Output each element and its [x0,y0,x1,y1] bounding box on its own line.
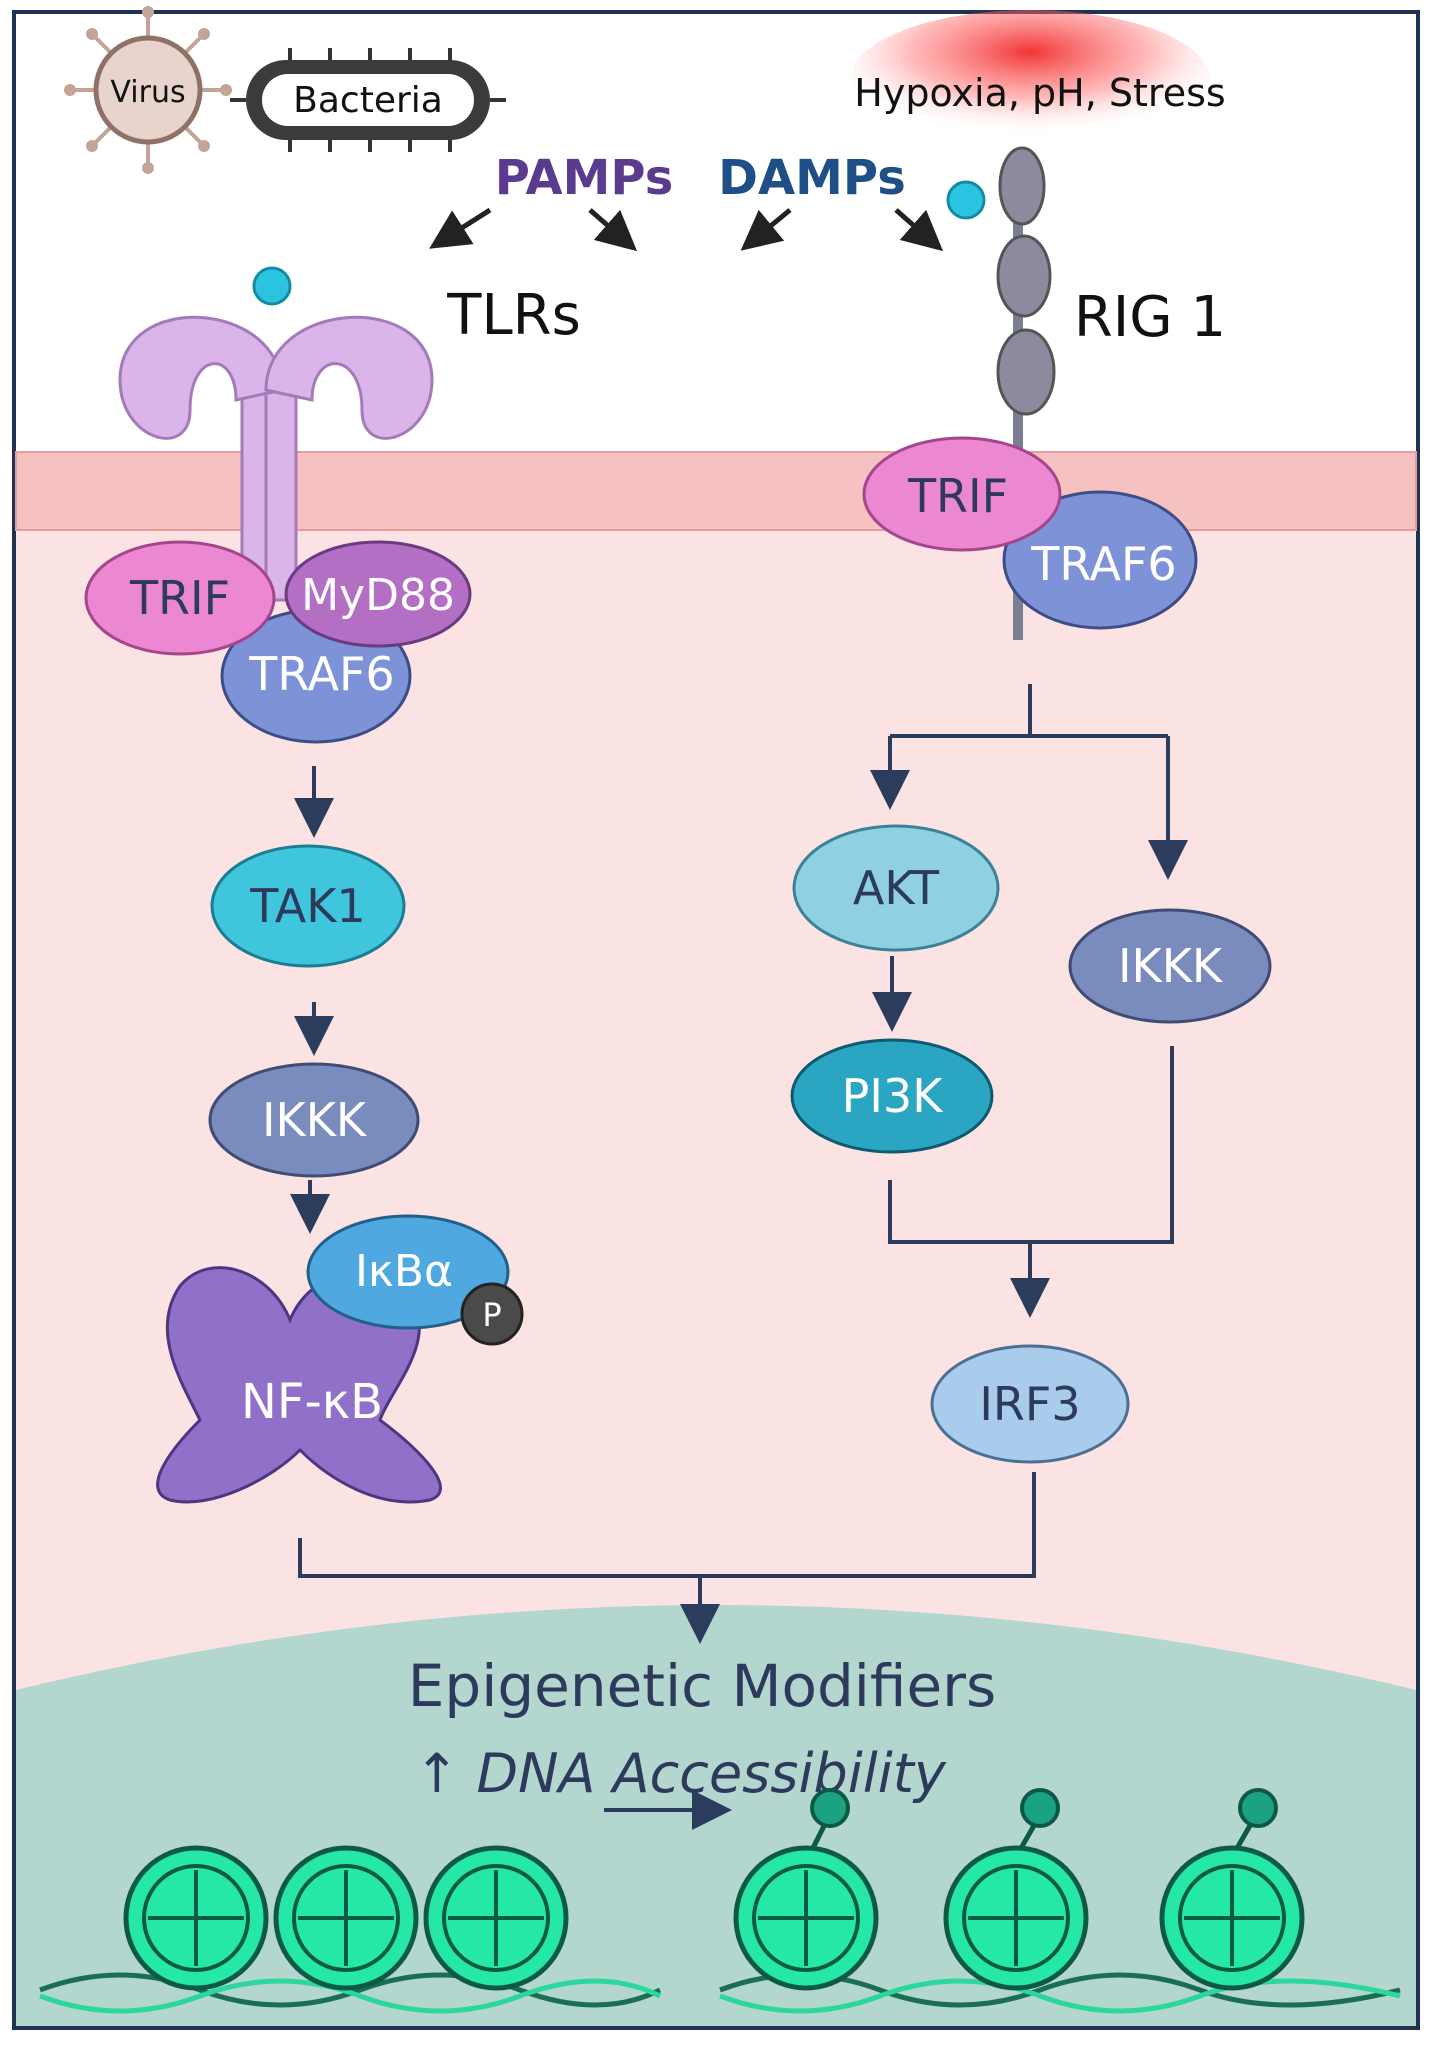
bacteria-label: Bacteria [293,80,443,121]
right-traf6-label: TRAF6 [1030,537,1176,591]
right-ikkk-label: IKKK [1118,939,1224,993]
pattern-arrows [429,207,944,252]
tlrs-label: TLRs [446,283,581,348]
ikba [306,1214,510,1330]
bacteria-icon [230,48,506,152]
virus-icon [64,6,232,174]
cell-membrane [15,451,1417,531]
tak1 [210,844,406,968]
left-traf6-label: TRAF6 [248,647,394,701]
nucleosome-5 [943,1788,1089,1991]
phospho-label: P [482,1296,501,1334]
stress-glow [850,10,1210,150]
nfkb-label: NF-κB [241,1374,383,1430]
akt-label: AKT [853,861,940,915]
right-arrows [298,684,1188,1830]
left-arrows [290,766,334,1234]
dna-accessibility-line: ↑ DNA Accessibility [414,1742,947,1805]
nucleosome-4 [733,1788,879,1991]
stress-label: Hypoxia, pH, Stress [854,71,1225,115]
left-myd88-label: MyD88 [301,570,455,621]
rig1-ligand [946,180,986,220]
nucleosome-3 [423,1845,569,1991]
right-traf6 [1002,490,1198,630]
up-arrow-icon: ↑ [414,1742,459,1805]
nucleosome-1 [123,1845,269,1991]
virus-label: Virus [110,75,185,110]
tak1-label: TAK1 [249,879,365,933]
nucleosome-6 [1159,1788,1305,1991]
nucleosomes-open [733,1788,1305,1991]
tlr-ligand [252,266,292,306]
akt [792,824,1000,952]
rig1-label: RIG 1 [1074,285,1226,350]
damps-label: DAMPs [718,150,906,206]
phospho-badge [460,1282,524,1346]
pamps-label: PAMPs [495,150,674,206]
right-ikkk [1068,908,1272,1024]
left-myd88 [284,540,472,648]
dna-accessibility-label: DNA Accessibility [477,1742,947,1805]
right-trif-label: TRIF [907,469,1008,523]
irf3 [930,1344,1130,1464]
left-ikkk [208,1062,420,1178]
irf3-label: IRF3 [979,1377,1080,1431]
pi3k [790,1038,994,1154]
epigenetic-title: Epigenetic Modifiers [408,1652,996,1720]
tlr-receptor [118,315,434,602]
left-ikkk-label: IKKK [262,1093,368,1147]
nucleosome-2 [273,1845,419,1991]
left-trif [84,540,276,656]
nucleosomes-closed [123,1845,569,1991]
pi3k-label: PI3K [842,1069,945,1123]
ikba-label: IκBα [355,1246,453,1297]
right-trif [862,436,1062,552]
left-trif-label: TRIF [129,571,230,625]
